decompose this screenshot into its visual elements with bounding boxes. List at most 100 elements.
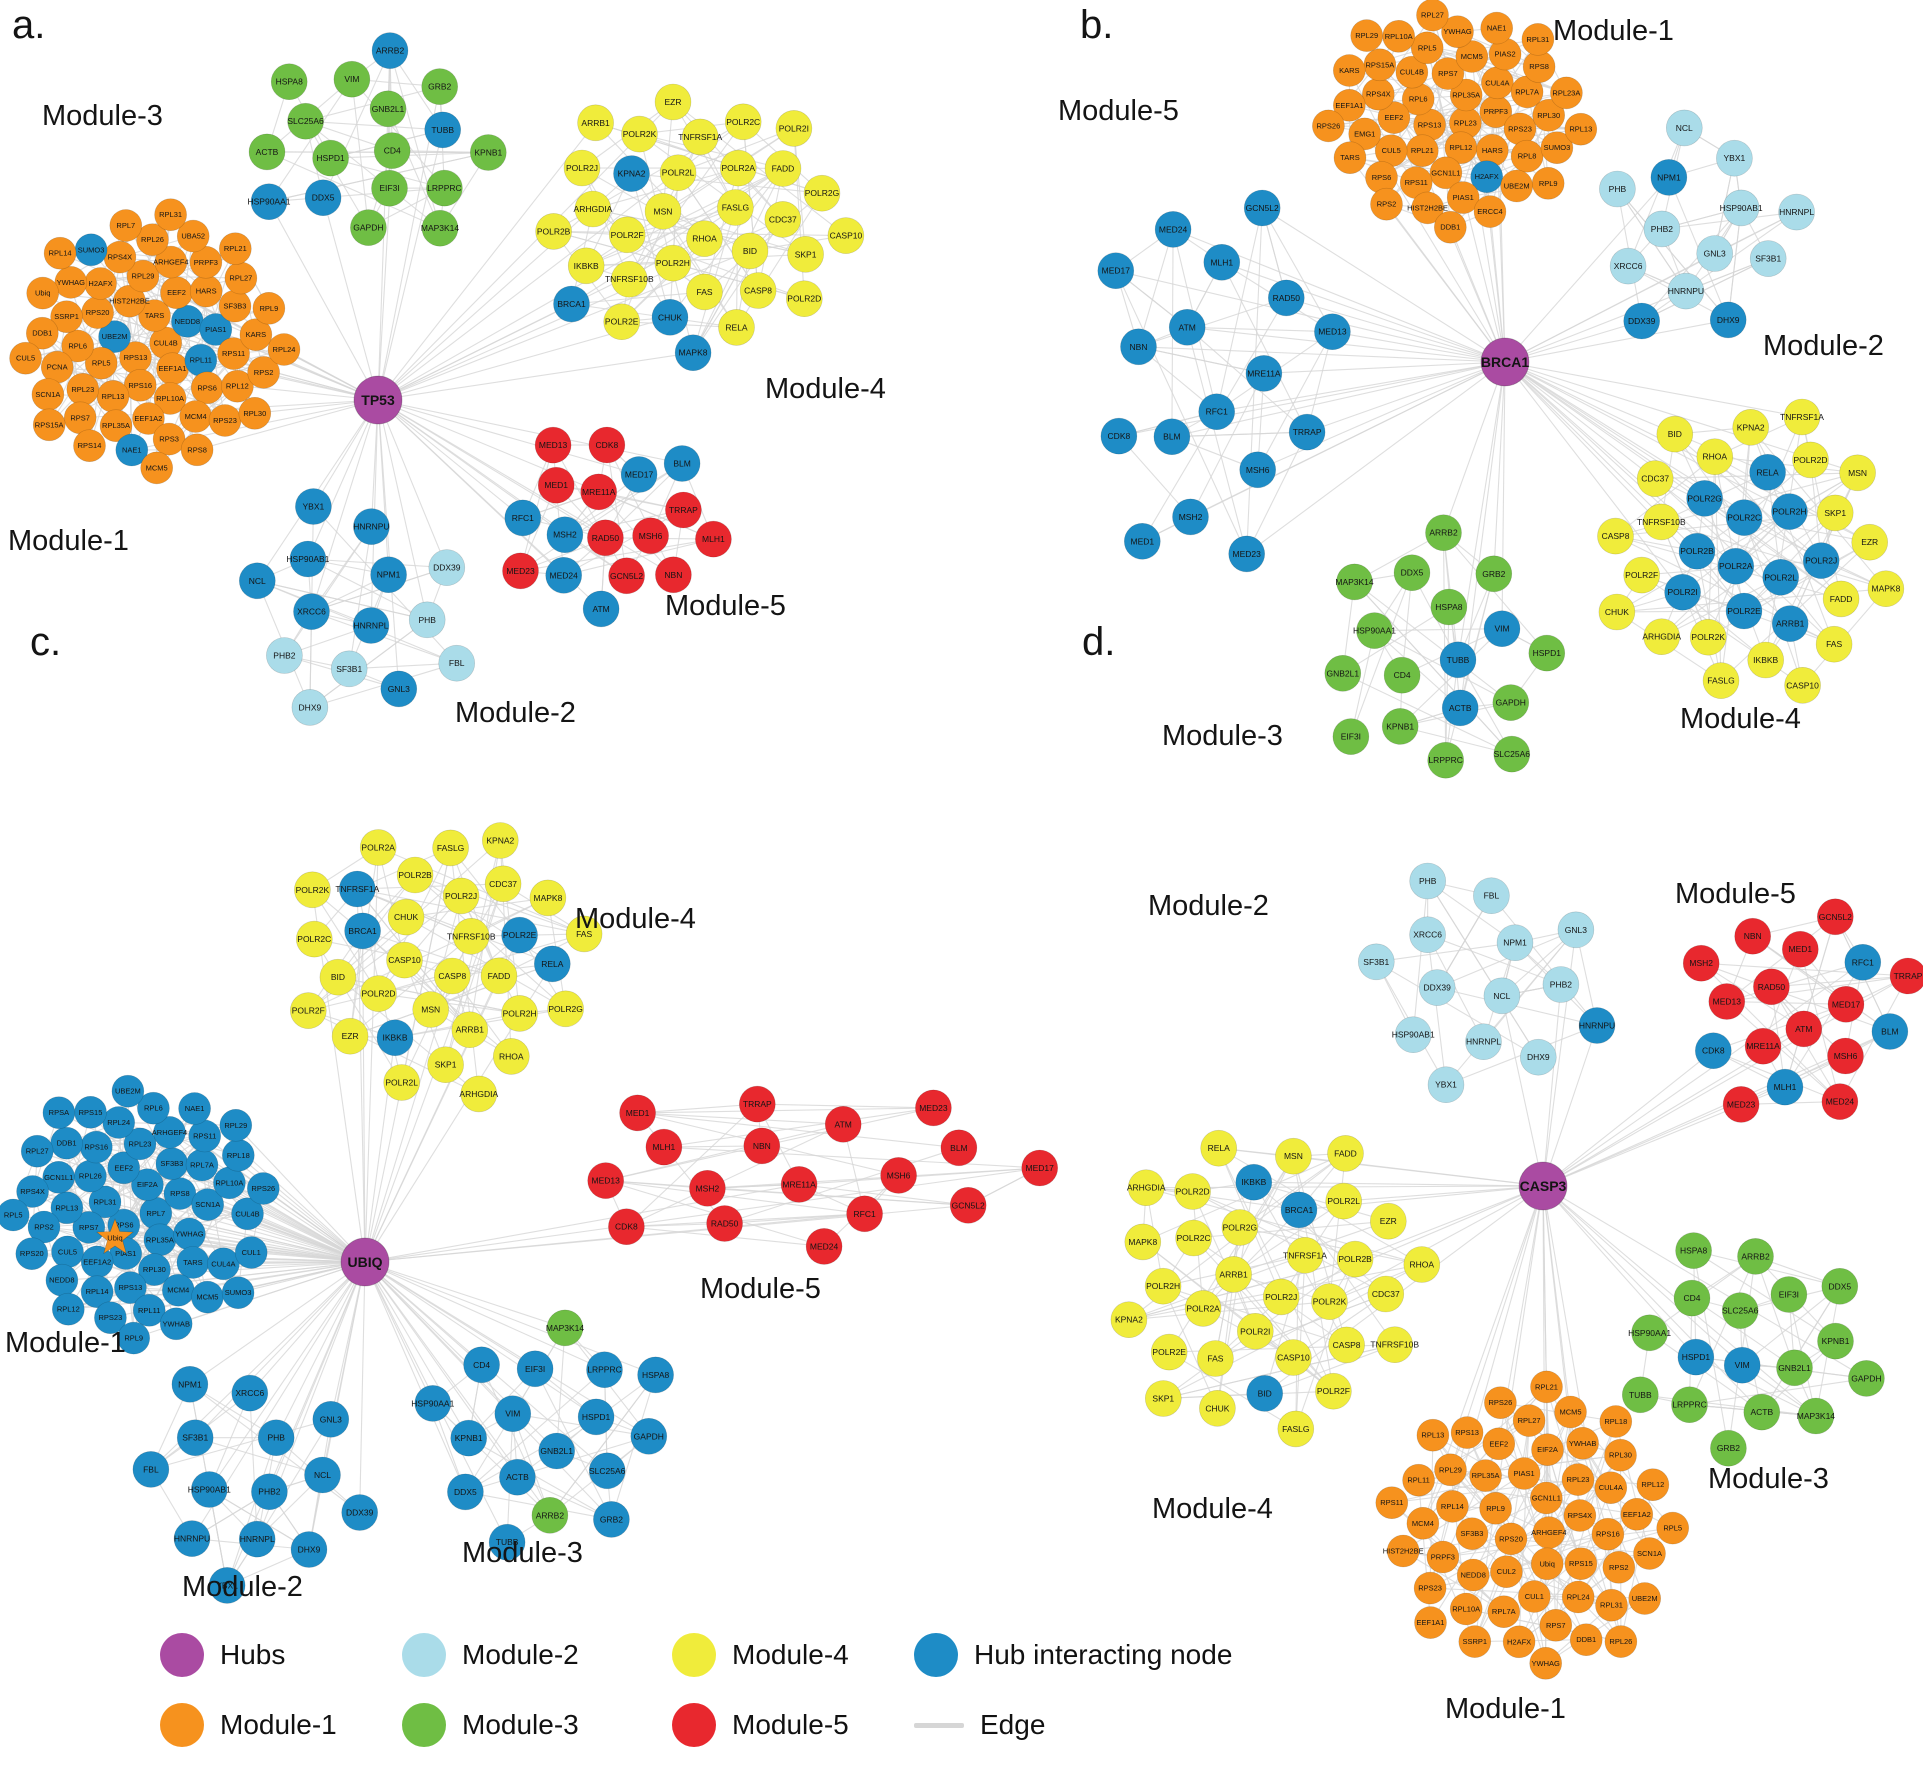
- gene-node-MAP3K14[interactable]: [421, 209, 459, 247]
- gene-node-CASP8[interactable]: [1597, 517, 1634, 555]
- gene-node-MAPK8[interactable]: [1124, 1223, 1162, 1261]
- gene-node-POLR2I[interactable]: [1664, 573, 1701, 611]
- gene-node-HNRNPU[interactable]: [1667, 272, 1705, 310]
- gene-node-RPS2[interactable]: [1370, 187, 1403, 221]
- gene-node-RPL14[interactable]: [43, 236, 77, 270]
- gene-node-SF3B1[interactable]: [176, 1419, 214, 1456]
- gene-node-BID[interactable]: [1246, 1375, 1283, 1412]
- gene-node-PHB2[interactable]: [251, 1473, 288, 1510]
- gene-node-TRRAP[interactable]: [665, 491, 702, 529]
- gene-node-HNRNPU[interactable]: [173, 1520, 211, 1557]
- gene-node-POLR2G[interactable]: [1686, 480, 1723, 517]
- gene-node-DHX9[interactable]: [1709, 301, 1747, 339]
- gene-node-XRCC6[interactable]: [231, 1374, 269, 1412]
- gene-node-NPM1[interactable]: [171, 1366, 209, 1403]
- gene-node-CDK8[interactable]: [608, 1208, 645, 1245]
- gene-node-MLH1[interactable]: [1766, 1068, 1804, 1106]
- gene-node-GAPDH[interactable]: [350, 209, 387, 246]
- gene-node-MRE11A[interactable]: [780, 1166, 818, 1203]
- gene-node-SLC25A6[interactable]: [588, 1452, 626, 1490]
- gene-node-SKP1[interactable]: [427, 1046, 464, 1083]
- gene-node-PHB[interactable]: [1599, 170, 1636, 208]
- gene-node-GCN1L1[interactable]: [1530, 1481, 1563, 1515]
- gene-node-POLR2E[interactable]: [501, 916, 538, 954]
- gene-node-SF3B3[interactable]: [1455, 1517, 1489, 1550]
- gene-node-MED1[interactable]: [1124, 522, 1161, 560]
- gene-node-POLR2B[interactable]: [1336, 1240, 1374, 1278]
- gene-node-MED1[interactable]: [619, 1094, 656, 1132]
- gene-node-CASP8[interactable]: [433, 957, 471, 995]
- gene-node-CHUK[interactable]: [387, 898, 425, 936]
- gene-node-POLR2J[interactable]: [442, 877, 480, 915]
- gene-node-POLR2K[interactable]: [294, 871, 331, 909]
- gene-node-CUL1[interactable]: [1518, 1580, 1551, 1613]
- gene-node-RPS23[interactable]: [1413, 1571, 1447, 1605]
- gene-node-YBX1[interactable]: [1427, 1066, 1465, 1103]
- gene-node-ARHGDIA[interactable]: [1643, 618, 1680, 656]
- gene-node-RPL26[interactable]: [136, 223, 169, 256]
- gene-node-GCN1L1[interactable]: [1429, 156, 1463, 190]
- gene-node-BRCA1[interactable]: [553, 285, 590, 323]
- gene-node-POLR2J[interactable]: [563, 149, 601, 187]
- gene-node-KPNB1[interactable]: [469, 134, 507, 171]
- gene-node-RPL11[interactable]: [1402, 1463, 1435, 1497]
- gene-node-RPL27[interactable]: [1512, 1404, 1546, 1437]
- gene-node-PHB[interactable]: [408, 601, 446, 639]
- gene-node-RPL12[interactable]: [52, 1292, 85, 1326]
- gene-node-RPS8[interactable]: [180, 433, 214, 467]
- gene-node-MAP3K14[interactable]: [1336, 563, 1373, 601]
- gene-node-POLR2F[interactable]: [1623, 556, 1660, 594]
- gene-node-MED17[interactable]: [1021, 1149, 1058, 1187]
- gene-node-POLR2K[interactable]: [1689, 618, 1727, 656]
- gene-node-MLH1[interactable]: [1203, 243, 1241, 281]
- gene-node-RPL18[interactable]: [1599, 1405, 1633, 1438]
- gene-node-POLR2K[interactable]: [621, 115, 658, 153]
- gene-node-RPL30[interactable]: [1604, 1438, 1637, 1472]
- gene-node-MCM5[interactable]: [1455, 40, 1489, 73]
- gene-node-POLR2D[interactable]: [1792, 441, 1829, 479]
- gene-node-ARRB1[interactable]: [577, 104, 614, 142]
- gene-node-KPNA2[interactable]: [1110, 1301, 1148, 1338]
- gene-node-CDC37[interactable]: [484, 865, 522, 903]
- gene-node-RPS20[interactable]: [1494, 1522, 1528, 1556]
- gene-node-DHX9[interactable]: [1520, 1038, 1557, 1076]
- gene-node-Ubiq[interactable]: [96, 1218, 134, 1255]
- gene-node-Ubiq[interactable]: [1530, 1547, 1564, 1581]
- gene-node-NAE1[interactable]: [115, 433, 149, 467]
- gene-node-POLR2G[interactable]: [803, 174, 841, 212]
- gene-node-SUMO3[interactable]: [221, 1276, 255, 1309]
- gene-node-DDX5[interactable]: [1393, 554, 1431, 592]
- gene-node-RPL27[interactable]: [1416, 0, 1449, 32]
- gene-node-SF3B1[interactable]: [1358, 943, 1395, 981]
- gene-node-GAPDH[interactable]: [1848, 1360, 1885, 1397]
- gene-node-FBL[interactable]: [1473, 877, 1510, 915]
- gene-node-GRB2[interactable]: [421, 68, 459, 105]
- gene-node-RPL35A[interactable]: [1449, 78, 1483, 112]
- gene-node-HSP90AA1[interactable]: [250, 183, 288, 220]
- gene-node-KPNB1[interactable]: [1817, 1322, 1854, 1360]
- hub-node-BRCA1[interactable]: [1480, 337, 1530, 387]
- gene-node-POLR2A[interactable]: [1717, 547, 1755, 585]
- gene-node-GAPDH[interactable]: [630, 1418, 668, 1455]
- gene-node-CDC37[interactable]: [764, 201, 802, 238]
- gene-node-MSH6[interactable]: [880, 1157, 917, 1194]
- gene-node-CUL4B[interactable]: [231, 1197, 264, 1231]
- gene-node-GNL3[interactable]: [1696, 235, 1733, 272]
- gene-node-RPL13[interactable]: [1564, 112, 1598, 146]
- gene-node-TNFRSF10B[interactable]: [1376, 1326, 1413, 1363]
- gene-node-RPL23A[interactable]: [1550, 76, 1583, 110]
- gene-node-POLR2L[interactable]: [383, 1064, 421, 1101]
- gene-node-RPL35A[interactable]: [1469, 1459, 1502, 1492]
- gene-node-CUL4A[interactable]: [1594, 1471, 1628, 1504]
- gene-node-POLR2B[interactable]: [535, 213, 572, 250]
- gene-node-EMG1[interactable]: [1348, 117, 1381, 151]
- gene-node-POLR2A[interactable]: [359, 829, 397, 866]
- gene-node-RPL8[interactable]: [1510, 139, 1544, 173]
- gene-node-RPL9[interactable]: [1531, 167, 1565, 200]
- gene-node-RPS7[interactable]: [1539, 1609, 1573, 1642]
- gene-node-CD4[interactable]: [373, 132, 411, 169]
- gene-node-GNL3[interactable]: [1557, 911, 1595, 949]
- gene-node-RPS7[interactable]: [1431, 57, 1465, 90]
- gene-node-FAS[interactable]: [686, 273, 723, 311]
- gene-node-GCN5L2[interactable]: [1817, 898, 1854, 936]
